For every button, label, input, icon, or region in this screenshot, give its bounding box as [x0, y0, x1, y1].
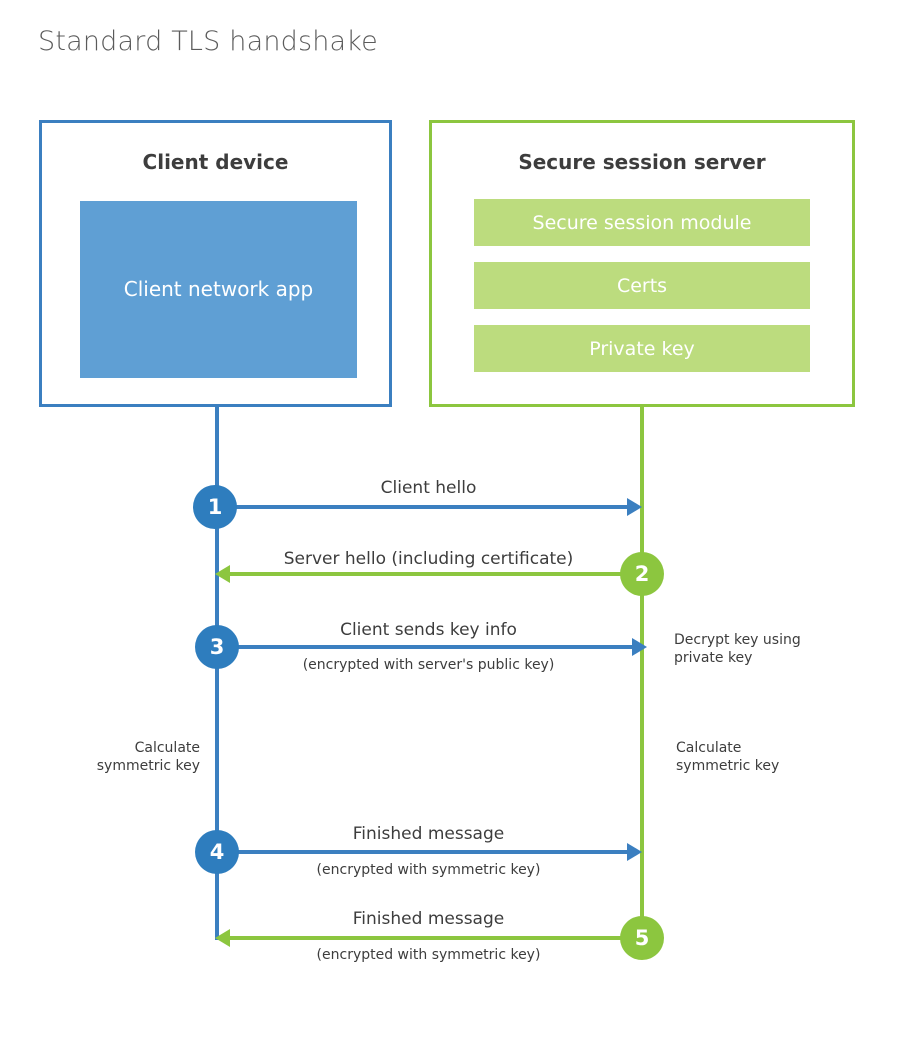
secure-session-server-title: Secure session server [518, 150, 766, 174]
step-5-label: Finished message [352, 909, 505, 929]
step-3-circle[interactable]: 3 [195, 625, 239, 669]
server-decrypt-note: Decrypt key using private key [674, 632, 864, 667]
step-4-sublabel: (encrypted with symmetric key) [316, 862, 541, 878]
server-block-private-key: Private key [474, 325, 810, 372]
step-1-label: Client hello [380, 478, 477, 498]
step-3-sublabel: (encrypted with server's public key) [302, 657, 555, 673]
server-calculate-note-line2: symmetric key [676, 757, 780, 774]
step-3-arrow-head-icon [632, 638, 647, 656]
step-4-circle[interactable]: 4 [195, 830, 239, 874]
step-3-label: Client sends key info [340, 620, 517, 640]
client-calculate-note-line2: symmetric key [96, 757, 200, 774]
step-4-label: Finished message [352, 824, 505, 844]
step-5-circle[interactable]: 5 [620, 916, 664, 960]
server-decrypt-note-line2: private key [674, 649, 753, 666]
server-decrypt-note-line1: Decrypt key using [674, 632, 801, 648]
server-lifeline [640, 404, 644, 940]
client-calculate-symmetric-key-note: Calculate symmetric key [40, 740, 200, 775]
server-calculate-note-line1: Calculate [676, 740, 742, 756]
step-5-arrow-line [228, 936, 628, 940]
server-block-certs: Certs [474, 262, 810, 309]
step-4-arrow-head-icon [627, 843, 642, 861]
server-block-secure-session-module: Secure session module [474, 199, 810, 246]
step-5-sublabel: (encrypted with symmetric key) [316, 947, 541, 963]
secure-session-server-box: Secure session server Secure session mod… [429, 120, 855, 407]
client-device-box: Client device Client network app [39, 120, 392, 407]
step-1-arrow-head-icon [627, 498, 642, 516]
client-device-title: Client device [142, 150, 289, 174]
step-2-arrow-head-icon [215, 565, 230, 583]
step-2-label: Server hello (including certificate) [283, 549, 574, 569]
client-lifeline [215, 404, 219, 940]
step-1-circle[interactable]: 1 [193, 485, 237, 529]
step-1-arrow-line [217, 505, 627, 509]
server-calculate-symmetric-key-note: Calculate symmetric key [676, 740, 856, 775]
step-3-arrow-line [217, 645, 640, 649]
client-network-app-block: Client network app [80, 201, 357, 378]
step-2-circle[interactable]: 2 [620, 552, 664, 596]
client-calculate-note-line1: Calculate [134, 740, 200, 756]
page-title: Standard TLS handshake [38, 26, 378, 57]
step-5-arrow-head-icon [215, 929, 230, 947]
step-2-arrow-line [228, 572, 628, 576]
step-4-arrow-line [217, 850, 627, 854]
